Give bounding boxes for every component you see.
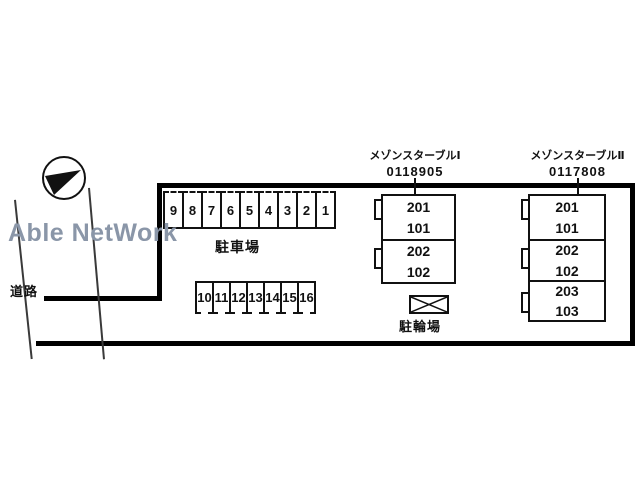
road-edge-line-inner <box>88 187 105 360</box>
building-1-title: メゾンスターブルⅠ 0118905 <box>340 150 490 180</box>
bicycle-parking-label: 駐輪場 <box>399 319 442 334</box>
parking-stall: 8 <box>182 191 203 229</box>
unit-lower-number: 102 <box>555 262 579 279</box>
parking-row-top: 9 8 7 6 5 4 3 2 1 <box>163 191 336 229</box>
unit-block: 201 101 <box>383 196 454 241</box>
unit-lower-number: 102 <box>406 263 431 280</box>
building-2-leader-line <box>577 178 579 194</box>
parking-stall: 3 <box>277 191 298 229</box>
unit-lower-number: 101 <box>555 219 579 236</box>
entrance-door-icon <box>521 292 530 313</box>
parking-row-bottom: 10 11 12 13 14 15 16 <box>195 281 316 314</box>
building-1: 201 101 202 102 <box>381 194 456 284</box>
parking-stall: 7 <box>201 191 222 229</box>
building-1-leader-line <box>414 178 416 194</box>
bicycle-parking-box-icon <box>409 295 449 314</box>
road-label: 道路 <box>10 284 39 299</box>
unit-upper-number: 202 <box>406 243 431 260</box>
entrance-door-icon <box>374 199 383 220</box>
unit-block: 202 102 <box>530 241 604 282</box>
entrance-door-icon <box>521 248 530 269</box>
parking-stall: 1 <box>315 191 336 229</box>
parking-lot-label: 駐車場 <box>215 239 260 255</box>
unit-lower-number: 103 <box>555 303 579 319</box>
site-boundary-bottom <box>36 341 635 346</box>
building-2-title: メゾンスターブルⅡ 0117808 <box>500 150 640 180</box>
site-boundary-right <box>630 183 635 346</box>
parking-stall: 4 <box>258 191 279 229</box>
parking-stall: 2 <box>296 191 317 229</box>
site-boundary-left <box>157 183 162 301</box>
unit-block: 203 103 <box>530 282 604 320</box>
building-2: 201 101 202 102 203 103 <box>528 194 606 322</box>
parking-stall: 6 <box>220 191 241 229</box>
watermark-text: Able NetWork <box>8 219 178 247</box>
entrance-door-icon <box>521 199 530 220</box>
site-boundary-step <box>44 296 162 301</box>
building-1-code: 0118905 <box>386 163 444 179</box>
unit-upper-number: 203 <box>555 282 579 299</box>
unit-block: 202 102 <box>383 241 454 282</box>
north-arrow-icon <box>40 154 88 202</box>
unit-upper-number: 202 <box>555 242 579 259</box>
building-1-name: メゾンスターブルⅠ <box>369 150 461 162</box>
building-2-name: メゾンスターブルⅡ <box>530 150 625 162</box>
unit-lower-number: 101 <box>406 219 431 236</box>
unit-block: 201 101 <box>530 196 604 241</box>
unit-upper-number: 201 <box>555 199 579 216</box>
unit-upper-number: 201 <box>406 199 431 216</box>
entrance-door-icon <box>374 248 383 269</box>
parking-stall: 5 <box>239 191 260 229</box>
parking-stall: 16 <box>297 281 316 314</box>
building-2-code: 0117808 <box>549 163 606 179</box>
site-boundary-top <box>157 183 630 188</box>
